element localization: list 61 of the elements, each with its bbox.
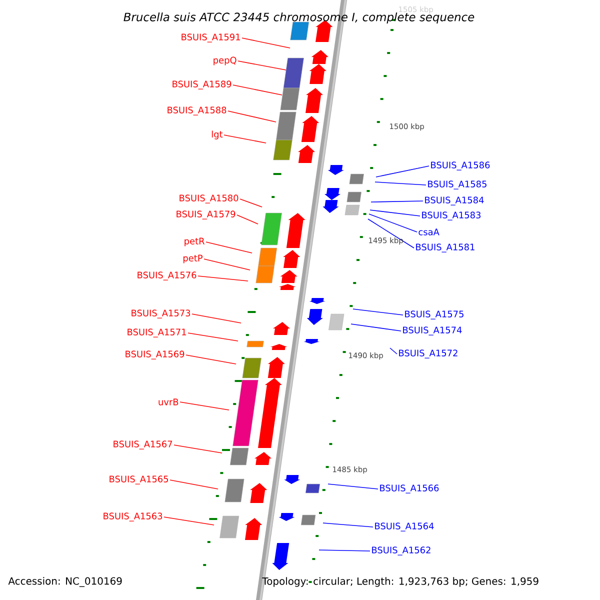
- leader-line: [164, 516, 214, 526]
- gene-label: BSUIS_A1563: [104, 512, 162, 522]
- gene-label: BSUIS_A1591: [182, 34, 240, 42]
- leader-line: [188, 332, 238, 342]
- gene-label: BSUIS_A1573: [132, 310, 190, 318]
- gene-label: BSUIS_A1576: [138, 272, 196, 280]
- leader-line: [198, 276, 248, 282]
- gene-label: BSUIS_A1572: [399, 350, 458, 358]
- leader-line: [370, 200, 424, 202]
- gene-label: uvrB: [158, 398, 178, 406]
- leader-line: [192, 314, 242, 324]
- gene-label: BSUIS_A1569: [126, 350, 184, 360]
- leader-line: [204, 258, 250, 270]
- leader-line: [206, 242, 252, 254]
- leader-line: [236, 214, 258, 224]
- title: Brucella suis ATCC 23445 chromosome I, complete sequence: [124, 12, 474, 24]
- leader-line: [370, 210, 420, 216]
- leader-line: [350, 324, 402, 332]
- leader-line: [180, 402, 230, 410]
- gene-label: petR: [184, 238, 205, 246]
- info-text: Topology: circular; Length: 1,923,763 bp; Genes: 1,959: [262, 577, 538, 587]
- leader-line: [186, 354, 236, 364]
- leader-line: [318, 550, 370, 552]
- leader-line: [368, 214, 418, 232]
- leader-line: [240, 198, 262, 208]
- leader-line: [174, 444, 222, 454]
- gene-label: BSUIS_A1585: [428, 180, 486, 190]
- leader-line: [352, 308, 404, 316]
- gene-label: BSUIS_A1571: [128, 328, 186, 338]
- gene-label: BSUIS_A1583: [422, 212, 480, 220]
- gene-label: BSUIS_A1574: [403, 326, 462, 336]
- leader-line: [238, 60, 286, 70]
- gene-label: BSUIS_A1575: [405, 310, 464, 320]
- gene-label: BSUIS_A1562: [372, 546, 430, 556]
- gene-label: lgt: [212, 130, 223, 140]
- leader-line: [376, 166, 430, 178]
- leader-line: [170, 480, 218, 490]
- gene-label: BSUIS_A1579: [176, 210, 236, 220]
- gene-label: BSUIS_A1581: [416, 244, 474, 252]
- gene-label: BSUIS_A1567: [114, 440, 172, 450]
- gene-label: BSUIS_A1566: [380, 484, 439, 494]
- gene-label: BSUIS_A1565: [110, 476, 168, 484]
- info-text: Accession: NC_010169: [8, 577, 122, 587]
- gene-label: BSUIS_A1564: [375, 522, 434, 532]
- gene-label: petP: [183, 254, 202, 264]
- leader-line: [322, 522, 374, 528]
- leader-line: [232, 84, 282, 96]
- gene-label: BSUIS_A1580: [180, 194, 238, 204]
- leader-line: [242, 38, 290, 48]
- leader-line: [224, 134, 266, 144]
- gene-label: BSUIS_A1584: [425, 196, 484, 206]
- gene-label: csaA: [418, 228, 440, 236]
- gene-label: BSUIS_A1588: [168, 106, 226, 116]
- gene-label: BSUIS_A1589: [172, 80, 232, 90]
- gene-label: pepQ: [214, 56, 236, 66]
- leader-line: [228, 110, 276, 122]
- leader-line: [368, 218, 414, 248]
- leader-line: [390, 348, 398, 354]
- leader-line: [374, 182, 426, 186]
- leader-line: [328, 484, 378, 490]
- gene-label: BSUIS_A1586: [431, 162, 490, 170]
